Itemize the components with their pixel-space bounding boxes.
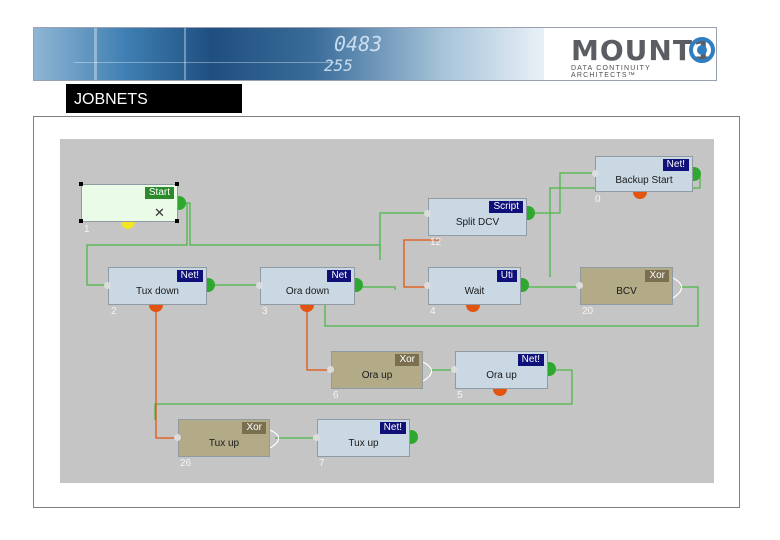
header-banner: 0483 255 MOUNT1 DATA CONTINUITY ARCHITEC…	[33, 27, 717, 81]
selection-handle[interactable]	[175, 219, 179, 223]
close-icon[interactable]: ✕	[154, 205, 165, 220]
link-oradown-wait	[360, 286, 396, 290]
error-port[interactable]	[300, 305, 314, 312]
node-tag: Xor	[242, 422, 266, 434]
node-tag: Net!	[662, 159, 689, 171]
banner-stripe	[184, 28, 186, 80]
node-tag: Xor	[645, 270, 669, 282]
node-number: 7	[319, 458, 325, 469]
selection-handle[interactable]	[175, 182, 179, 186]
node-label: Ora up	[361, 370, 393, 381]
input-port[interactable]	[327, 366, 334, 373]
input-port[interactable]	[592, 170, 599, 177]
node-number: 5	[457, 390, 463, 401]
node-tag: Net!	[176, 270, 203, 282]
success-port[interactable]	[521, 278, 529, 292]
logo-tagline: DATA CONTINUITY ARCHITECTS™	[571, 65, 651, 79]
success-port[interactable]	[207, 278, 215, 292]
error-split-wait	[403, 239, 440, 288]
input-port[interactable]	[576, 282, 583, 289]
success-port[interactable]	[527, 206, 535, 220]
node-ora-up-xor[interactable]: Xor Ora up	[331, 351, 423, 389]
selection-handle[interactable]	[79, 219, 83, 223]
node-start[interactable]: Start ✕	[81, 184, 178, 222]
section-title: JOBNETS	[66, 84, 242, 113]
banner-number: 255	[324, 56, 353, 75]
node-label: BCV	[616, 286, 637, 297]
node-tag: Net	[327, 270, 351, 282]
node-label: Tux up	[208, 438, 240, 449]
node-tux-down[interactable]: Net! Tux down	[108, 267, 207, 305]
node-tag: Script	[489, 201, 523, 213]
start-port[interactable]	[121, 222, 135, 229]
node-label: Ora down	[285, 286, 330, 297]
input-port[interactable]	[174, 434, 181, 441]
node-ora-down[interactable]: Net Ora down	[260, 267, 355, 305]
node-number: 1	[84, 224, 90, 235]
xor-join-curve	[672, 277, 683, 299]
xor-join-curve	[422, 361, 433, 382]
node-backup-start[interactable]: Net! Backup Start	[595, 156, 693, 192]
success-port[interactable]	[178, 196, 186, 210]
node-tux-up-xor[interactable]: Xor Tux up	[178, 419, 270, 457]
node-tux-up[interactable]: Net! Tux up	[317, 419, 410, 457]
node-number: 20	[582, 306, 594, 317]
node-label: Backup Start	[615, 175, 673, 186]
node-number: 12	[430, 237, 442, 248]
success-port[interactable]	[355, 278, 363, 292]
error-port[interactable]	[493, 389, 507, 396]
node-ora-up[interactable]: Net! Ora up	[455, 351, 548, 389]
success-port[interactable]	[693, 167, 701, 181]
link-bcv-return	[324, 286, 699, 327]
banner-stripe	[94, 28, 97, 80]
node-label: Wait	[464, 286, 485, 297]
success-port[interactable]	[410, 430, 418, 444]
xor-join-curve	[269, 429, 280, 449]
selection-handle[interactable]	[79, 182, 83, 186]
node-number: 0	[595, 194, 601, 205]
input-port[interactable]	[313, 434, 320, 441]
error-tuxdown-tuxupxor	[155, 305, 178, 439]
input-port[interactable]	[424, 282, 431, 289]
node-split-dcv[interactable]: Script Split DCV	[428, 198, 527, 236]
link-oraup-return	[154, 369, 573, 420]
error-port[interactable]	[466, 305, 480, 312]
node-tag: Uti	[496, 270, 517, 282]
success-port[interactable]	[548, 362, 556, 376]
error-port[interactable]	[149, 305, 163, 312]
node-number: 6	[333, 390, 339, 401]
node-label: Ora up	[486, 370, 517, 381]
error-oradown-oraupxor	[306, 305, 330, 371]
link-start-backup	[178, 202, 381, 250]
banner-number: 0483	[334, 32, 383, 56]
node-label: Tux up	[348, 438, 379, 449]
input-port[interactable]	[451, 366, 458, 373]
node-label: Split DCV	[455, 217, 500, 228]
link-backup-bcv	[549, 176, 701, 277]
node-number: 4	[430, 306, 436, 317]
error-port[interactable]	[633, 192, 647, 199]
node-tag: Net!	[379, 422, 406, 434]
node-tag: Xor	[395, 354, 419, 366]
logo-wordmark: MOUNT1	[571, 34, 714, 67]
banner-stripe	[74, 62, 334, 63]
node-wait[interactable]: Uti Wait	[428, 267, 521, 305]
node-number: 26	[180, 458, 192, 469]
node-bcv[interactable]: Xor BCV	[580, 267, 673, 305]
input-port[interactable]	[256, 282, 263, 289]
node-number: 3	[262, 306, 268, 317]
node-tag: Net!	[517, 354, 544, 366]
node-number: 2	[111, 306, 117, 317]
node-label: Tux down	[136, 286, 179, 297]
link-oradown-split	[379, 212, 426, 260]
input-port[interactable]	[424, 210, 431, 217]
input-port[interactable]	[104, 282, 111, 289]
node-tag: Start	[144, 187, 174, 199]
banner-image: 0483 255	[34, 28, 544, 80]
link-split-backup	[527, 172, 592, 214]
logo-zero-icon	[689, 37, 715, 63]
